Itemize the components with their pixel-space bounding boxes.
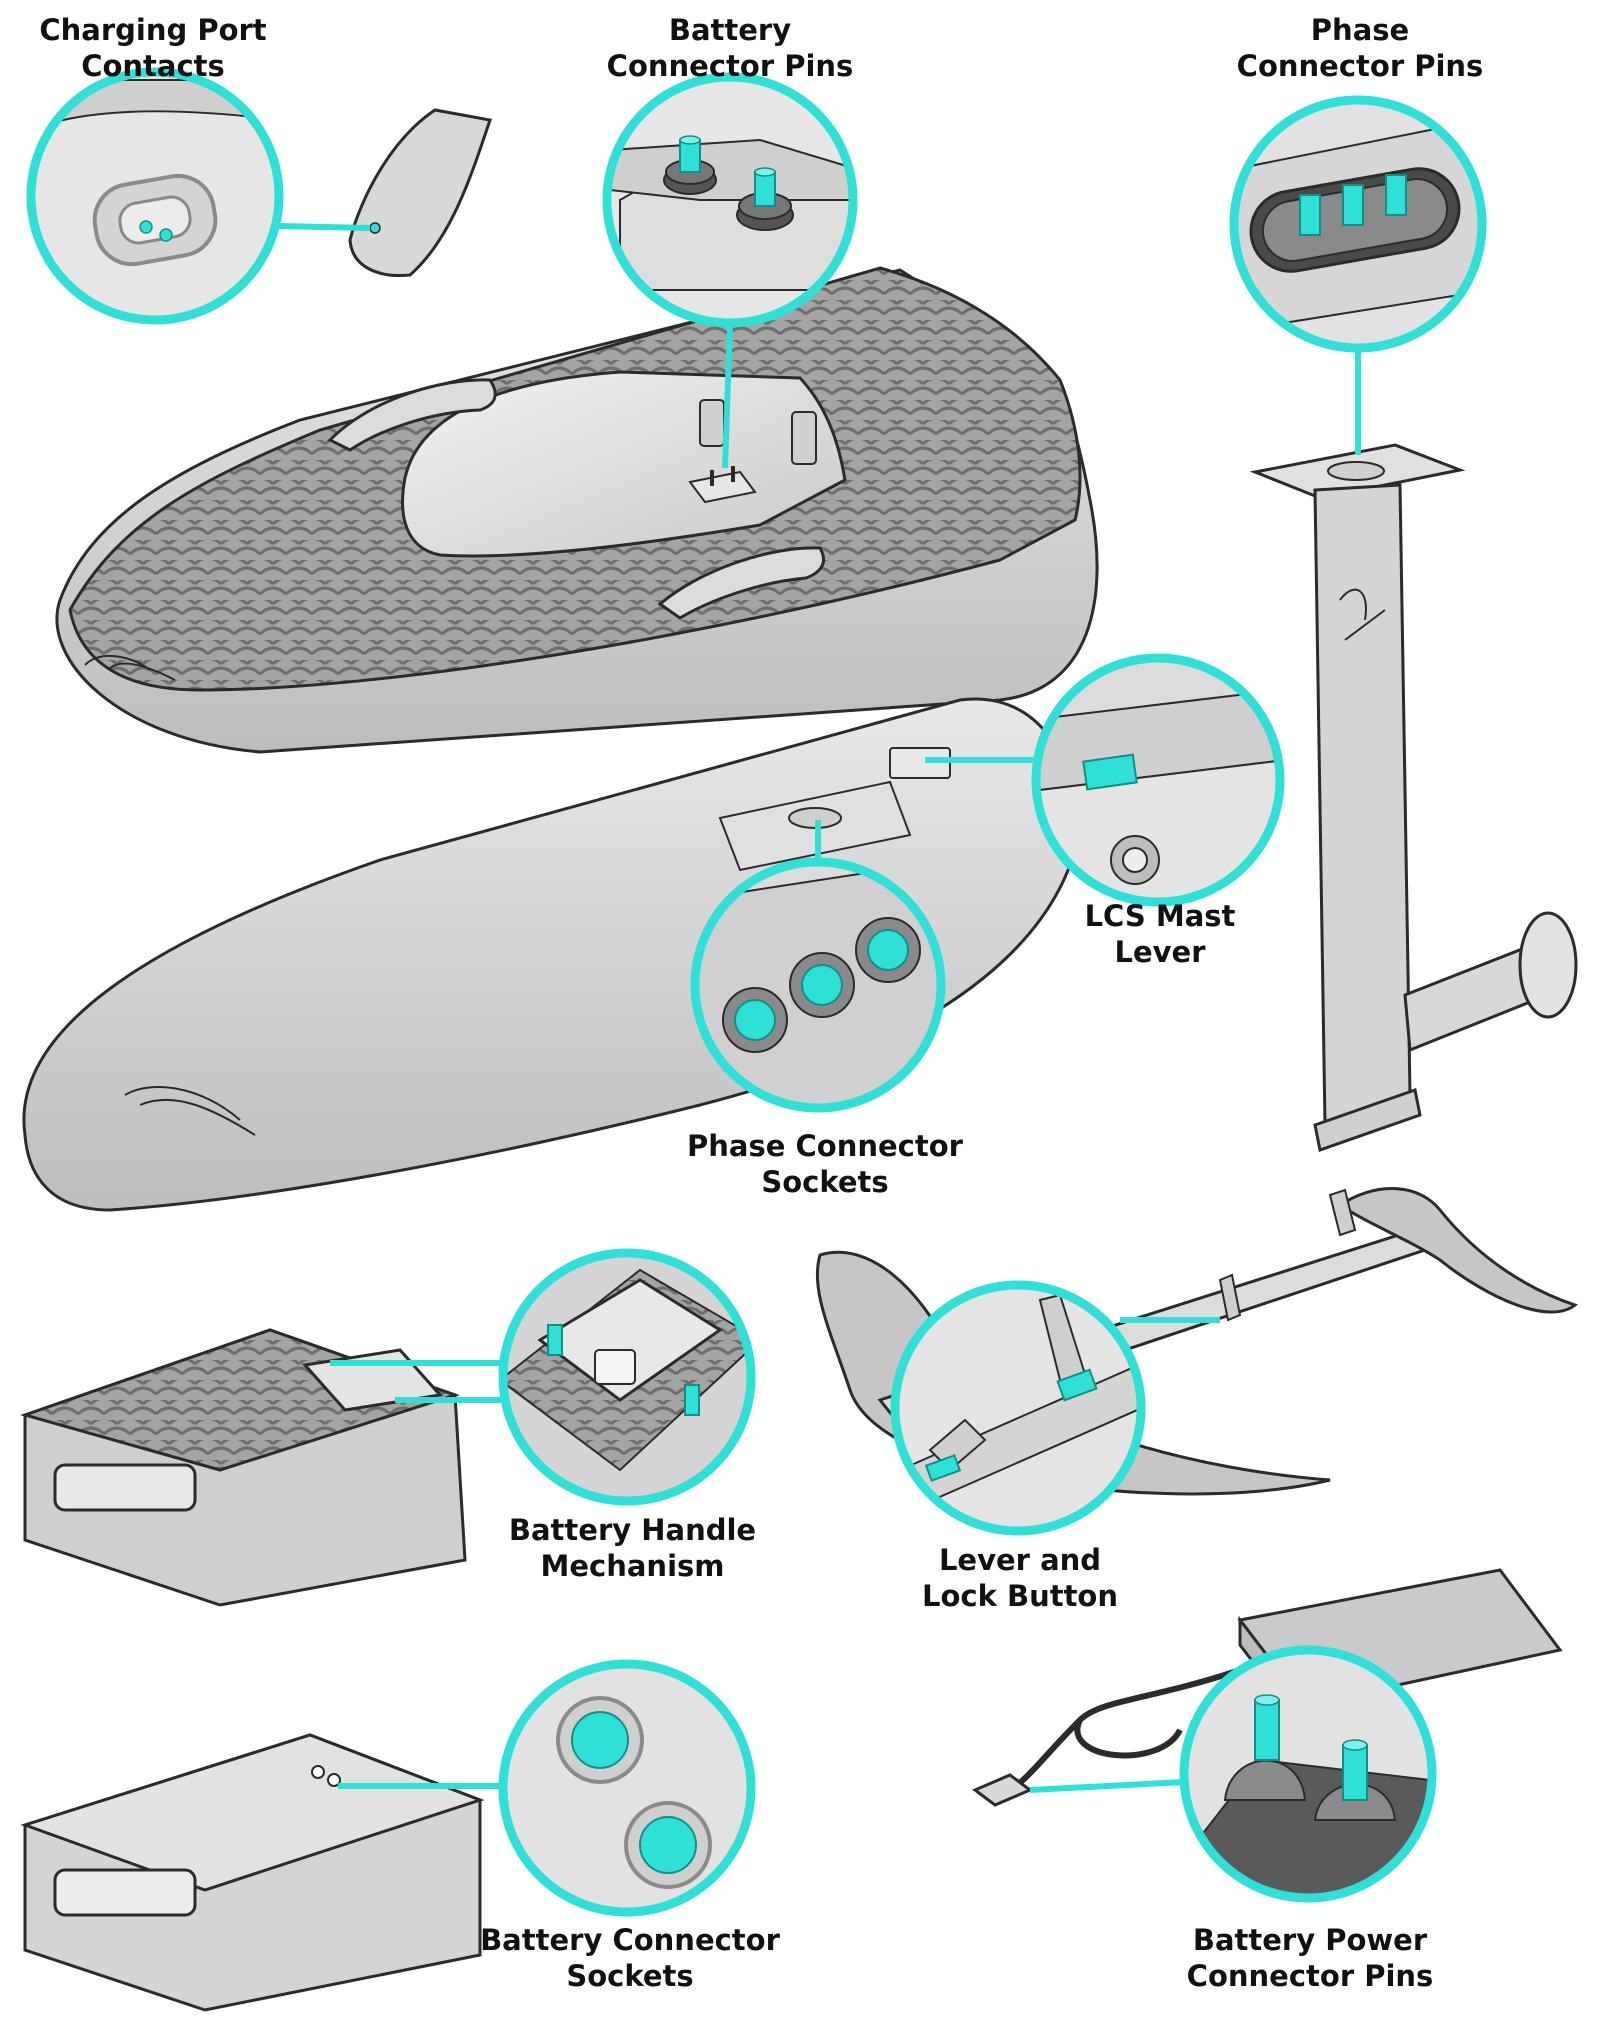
leader-battery-pins (722, 322, 733, 469)
mast-assembly (1249, 443, 1578, 1152)
leader-power-pins (1029, 1779, 1185, 1793)
battery-connector-plate (688, 470, 757, 504)
charging-port-cap (348, 108, 492, 278)
battery-top-grip (53, 1463, 197, 1512)
callout-circle-battery-connector-pins (602, 72, 858, 328)
mast-logo (1339, 588, 1386, 641)
battery-bay-recess (401, 370, 847, 558)
callout-circle-phase-connector-sockets (690, 857, 946, 1113)
mast-stub (1328, 1188, 1357, 1237)
battery-side-socket-b (327, 1773, 341, 1787)
battery-side-top (20, 1733, 485, 1892)
callout-circle-battery-connector-sockets (498, 1659, 756, 1917)
board-deck-view (55, 266, 1099, 754)
callout-circle-lcs-mast-lever (1031, 653, 1285, 907)
callout-circle-battery-power-connector-pins (1179, 1645, 1437, 1903)
board-deck-logo (84, 654, 176, 681)
charging-cap-contact (369, 222, 381, 234)
callout-circle-charging-port-contacts (26, 67, 284, 325)
battery-side-grip (53, 1868, 197, 1917)
callout-circle-battery-handle-mechanism (498, 1248, 756, 1506)
battery-with-pad (19, 1328, 467, 1607)
hull-logo (124, 1086, 256, 1136)
mast-shaft (1313, 483, 1412, 1128)
bay-latch-left (699, 399, 725, 447)
rear-stabilizer (1337, 1187, 1579, 1314)
battery-side (20, 1733, 485, 2012)
charging-cap-body (348, 108, 492, 278)
motor-propeller (1518, 911, 1578, 1019)
mast-phase-port (1327, 461, 1385, 481)
callout-circle-phase-connector-pins (1229, 95, 1487, 353)
leader-lines (278, 223, 1361, 1793)
battery-side-socket-a (311, 1765, 325, 1779)
fuselage-lever (1218, 1273, 1242, 1322)
carry-handle-front (657, 546, 825, 620)
leader-charging-port (278, 223, 371, 231)
carry-handle-rear (327, 378, 497, 452)
mast-foot (1313, 1088, 1422, 1152)
bay-latch-right (791, 411, 817, 465)
